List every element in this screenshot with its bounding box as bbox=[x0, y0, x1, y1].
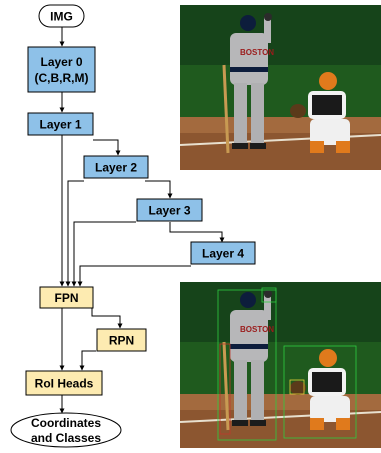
rpn-node: RPN bbox=[96, 328, 147, 352]
layer1-label: Layer 1 bbox=[39, 118, 81, 132]
layer0-sublabel: (C,B,R,M) bbox=[35, 71, 89, 85]
arrow-layer1-to-layer2 bbox=[93, 139, 121, 156]
input-photo: BOSTON bbox=[179, 5, 381, 170]
catcher-figure bbox=[290, 72, 350, 153]
detection-box bbox=[217, 289, 277, 441]
layer3-label: Layer 3 bbox=[148, 204, 190, 218]
detection-boxes bbox=[217, 287, 357, 441]
architecture-diagram: IMG Layer 0 (C,B,R,M) Layer 1 Layer 2 La… bbox=[10, 4, 225, 448]
batter-figure: BOSTON bbox=[222, 290, 274, 431]
layer0-node: Layer 0 (C,B,R,M) bbox=[27, 46, 96, 93]
layer4-node: Layer 4 bbox=[190, 241, 256, 265]
layer0-label: Layer 0 bbox=[40, 55, 82, 69]
output-sublabel: and Classes bbox=[31, 431, 101, 445]
img-node: IMG bbox=[38, 4, 85, 28]
layer2-label: Layer 2 bbox=[95, 161, 137, 175]
detection-box bbox=[289, 379, 305, 395]
detection-box bbox=[219, 343, 231, 435]
arrow-layer3-to-layer4 bbox=[169, 222, 225, 243]
roi-heads-label: RoI Heads bbox=[35, 377, 94, 391]
input-photo-scene: BOSTON bbox=[179, 5, 381, 170]
jersey-text: BOSTON bbox=[240, 48, 274, 57]
arrow-layer3-to-fpn bbox=[71, 221, 136, 287]
connectors bbox=[59, 27, 225, 414]
rpn-label: RPN bbox=[109, 334, 134, 348]
output-photo: BOSTON bbox=[179, 282, 381, 448]
arrow-rpn-to-roi bbox=[79, 350, 96, 371]
batter-figure: BOSTON bbox=[222, 13, 274, 154]
output-photo-scene: BOSTON bbox=[179, 282, 381, 448]
detection-box bbox=[261, 287, 277, 303]
layer3-node: Layer 3 bbox=[136, 198, 203, 222]
output-label: Coordinates bbox=[31, 416, 101, 430]
arrow-layer2-to-fpn bbox=[65, 180, 84, 287]
fpn-label: FPN bbox=[55, 291, 79, 305]
fpn-node: FPN bbox=[39, 286, 94, 309]
arrow-fpn-to-rpn bbox=[91, 308, 123, 329]
output-node: Coordinates and Classes bbox=[10, 412, 122, 448]
layer4-label: Layer 4 bbox=[202, 247, 244, 261]
layer2-node: Layer 2 bbox=[83, 155, 149, 179]
layer1-node: Layer 1 bbox=[27, 112, 94, 136]
layer4-overlay: Layer 4 bbox=[190, 241, 256, 265]
jersey-text: BOSTON bbox=[240, 325, 274, 334]
catcher-figure bbox=[290, 349, 350, 430]
arrow-layer4-to-fpn bbox=[77, 265, 191, 287]
arrow-layer2-to-layer3 bbox=[145, 180, 173, 199]
img-label: IMG bbox=[50, 10, 73, 24]
roi-heads-node: RoI Heads bbox=[25, 370, 103, 396]
detection-box bbox=[283, 345, 357, 439]
